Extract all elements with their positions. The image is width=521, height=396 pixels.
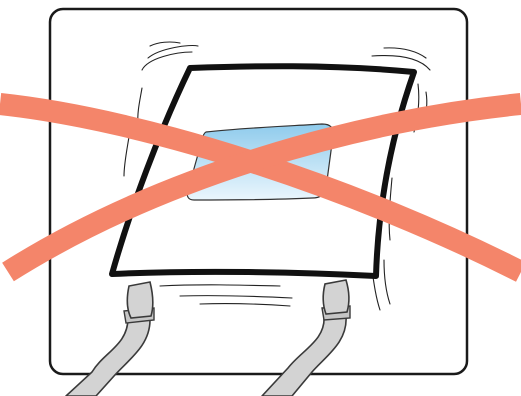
- incorrect-usage-illustration: [0, 0, 521, 396]
